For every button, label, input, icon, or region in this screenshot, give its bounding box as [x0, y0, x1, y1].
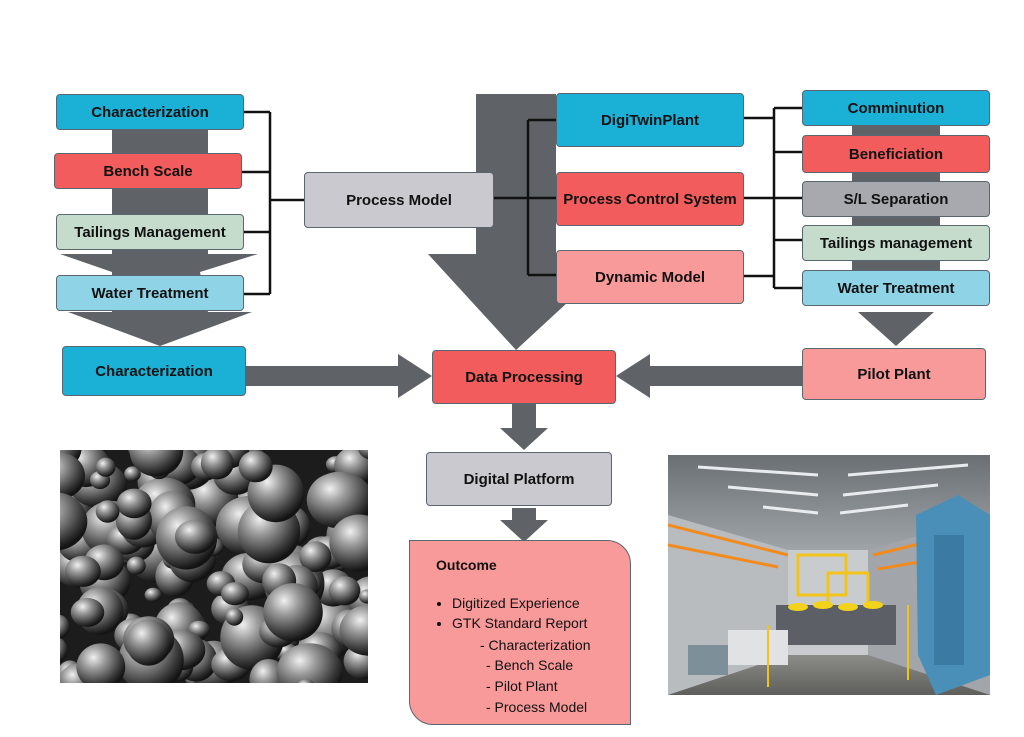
- froth-bubble: [95, 500, 120, 523]
- froth-bubble: [339, 604, 368, 656]
- froth-bubble: [221, 582, 249, 606]
- right-bracket: [744, 106, 802, 290]
- froth-bubble: [359, 589, 368, 604]
- froth-bubble: [298, 679, 314, 683]
- pilot-plant-hall-image: [668, 455, 990, 695]
- froth-bubbles-image: [60, 450, 368, 683]
- right-water-treatment-box: Water Treatment: [802, 270, 990, 306]
- digital-platform-box: Digital Platform: [426, 452, 612, 506]
- outcome-sub-item: - Process Model: [486, 699, 588, 715]
- froth-bubble: [76, 643, 126, 683]
- froth-bubble: [263, 583, 323, 642]
- froth-bubble: [306, 471, 368, 529]
- froth-bubble: [116, 488, 152, 519]
- comminution-box: Comminution: [802, 90, 990, 126]
- froth-bubble: [329, 514, 368, 572]
- outcome-bullet: Digitized Experience: [452, 595, 587, 612]
- froth-bubble: [200, 450, 234, 480]
- froth-bubble: [225, 608, 244, 626]
- froth-bubble: [238, 450, 273, 483]
- middle-bracket: [494, 118, 556, 277]
- left-water-treatment-box: Water Treatment: [56, 275, 244, 311]
- beneficiation-box: Beneficiation: [802, 135, 990, 173]
- froth-bubble: [60, 452, 85, 500]
- processing-to-platform-arrow: [500, 404, 548, 450]
- right-tailings-management-box: Tailings management: [802, 225, 990, 261]
- process-model-box: Process Model: [304, 172, 494, 228]
- froth-bubble: [60, 637, 68, 663]
- pilot-plant-box: Pilot Plant: [802, 348, 986, 400]
- froth-bubble: [60, 492, 88, 551]
- sl-separation-box: S/L Separation: [802, 181, 990, 217]
- froth-bubble: [174, 519, 216, 554]
- froth-bubble: [358, 450, 368, 460]
- outcome-sub-item: - Bench Scale: [486, 657, 574, 673]
- pilot-plant-hall-photo: [668, 455, 990, 695]
- outcome-bullet: GTK Standard Report: [452, 615, 587, 632]
- froth-bubbles-photo: [60, 450, 368, 683]
- outcome-box: Outcome Digitized Experience GTK Standar…: [409, 540, 631, 725]
- right-to-processing-arrow: [616, 354, 802, 398]
- left-output-characterization-box: Characterization: [62, 346, 246, 396]
- outcome-bullet-list: Digitized Experience GTK Standard Report: [410, 595, 587, 635]
- process-control-system-box: Process Control System: [556, 172, 744, 226]
- dynamic-model-box: Dynamic Model: [556, 250, 744, 304]
- outcome-title: Outcome: [436, 557, 497, 573]
- froth-bubble: [125, 619, 172, 666]
- froth-bubble: [328, 576, 361, 606]
- outcome-sub-item: - Pilot Plant: [486, 678, 558, 694]
- data-processing-box: Data Processing: [432, 350, 616, 404]
- froth-bubble: [65, 555, 101, 587]
- froth-bubble: [299, 541, 332, 573]
- froth-bubble: [60, 614, 70, 639]
- froth-bubble: [95, 457, 116, 477]
- outcome-sub-item: - Characterization: [480, 637, 591, 653]
- froth-bubble: [129, 450, 184, 477]
- digitwinplant-box: DigiTwinPlant: [556, 93, 744, 147]
- froth-bubble: [70, 598, 105, 627]
- platform-to-outcome-arrow: [500, 508, 548, 542]
- left-to-processing-arrow: [246, 354, 432, 398]
- left-characterization-box: Characterization: [56, 94, 244, 130]
- froth-bubble: [126, 556, 146, 575]
- bench-scale-box: Bench Scale: [54, 153, 242, 189]
- froth-bubble: [124, 466, 141, 482]
- froth-bubble: [276, 643, 343, 683]
- left-tailings-management-box: Tailings Management: [56, 214, 244, 250]
- froth-bubble: [144, 587, 162, 602]
- left-bracket: [242, 110, 304, 296]
